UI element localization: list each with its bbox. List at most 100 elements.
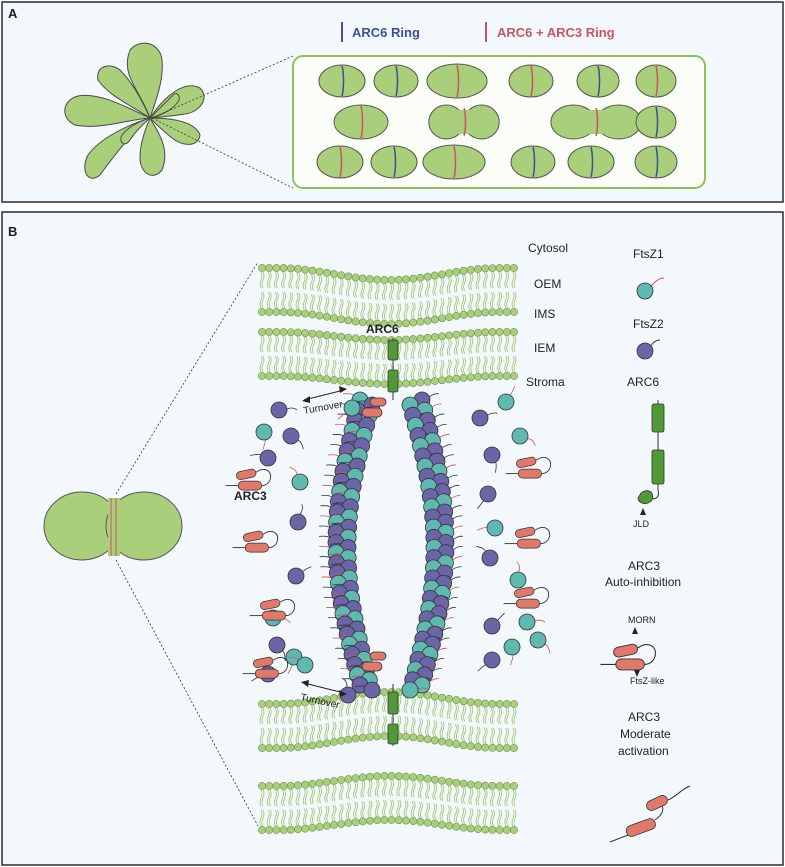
chloroplast: [333, 104, 389, 140]
division-ring: [655, 65, 659, 97]
ftsz1-monomer: [476, 519, 504, 537]
legend-arc3-mod-line3: activation: [618, 744, 669, 758]
arc3-at-ring: [361, 651, 387, 672]
arc3-at-ring: [361, 397, 387, 418]
ftsz1-monomer: [289, 466, 309, 491]
legend-ftsz2-label: FtsZ2: [633, 317, 664, 331]
division-ring: [532, 146, 536, 178]
dividing-chloroplasts: [316, 63, 678, 180]
ftsz2-monomer: [289, 504, 307, 531]
legend-arc6-icon: [637, 400, 665, 515]
arc6-protein: [387, 684, 399, 746]
ftsz2-monomer: [270, 401, 298, 419]
chloroplast: [508, 64, 554, 98]
ftsz1-monomer: [497, 386, 515, 411]
arc3-autoinhibited: [232, 530, 279, 553]
envelope-membranes: [258, 264, 518, 834]
ftsz2-monomer: [477, 651, 501, 672]
division-ring: [339, 146, 343, 178]
turnover-arrow-bottom: [301, 680, 347, 697]
arc3-autoinhibited: [242, 656, 289, 679]
chloroplast: [550, 104, 642, 140]
legend-arc3-auto-line1: ARC3: [628, 559, 660, 573]
panel-a-label: A: [8, 6, 18, 21]
arc3-autoinhibited: [225, 468, 272, 491]
arc3-autoinhibited: [505, 456, 552, 479]
ftsz1-monomer: [337, 399, 361, 420]
dividing-chloroplast-left: [43, 491, 183, 561]
arc6-ring-legend-label: ARC6 Ring: [352, 25, 420, 40]
chloroplast: [428, 104, 500, 140]
arc6-protein: [387, 338, 399, 400]
division-ring: [597, 65, 601, 97]
outer-envelope-membrane-bottom: [258, 772, 518, 834]
chloroplast: [373, 64, 419, 98]
division-ring: [530, 65, 534, 97]
ftsz2-monomer: [483, 612, 505, 635]
outer-envelope-membrane-top: [258, 264, 518, 328]
legend-arc3-active-icon: [609, 785, 691, 843]
legend-arc3-autoinhibited-icon: [600, 627, 656, 677]
division-ring: [395, 65, 399, 97]
ftsz1-monomer: [503, 638, 521, 666]
chloroplast: [510, 145, 556, 179]
chloroplast: [370, 145, 418, 179]
zoom-line-top: [151, 55, 294, 119]
legend-arc3-auto-line2: Auto-inhibition: [605, 575, 681, 589]
panel-b-label: B: [8, 224, 17, 239]
ftsz2-monomer: [477, 485, 497, 509]
chloroplast: [576, 64, 620, 98]
ftsz1-monomer: [529, 631, 551, 654]
turnover-arrow-top: [302, 386, 347, 403]
legend-arc6-label: ARC6: [627, 375, 659, 389]
stroma-label: Stroma: [526, 375, 565, 389]
free-ftsz-and-arc3: [225, 386, 552, 704]
arc3-label: ARC3: [234, 489, 267, 503]
legend-ftsz2-icon: [636, 339, 661, 360]
division-ring: [655, 106, 659, 138]
ftsz2-monomer: [287, 566, 312, 585]
division-ring: [360, 105, 364, 139]
arc3-autoinhibited: [503, 586, 550, 609]
division-ring: [595, 107, 599, 137]
legend-arc3-mod-line2: Moderate: [620, 727, 671, 741]
ftsz2-monomer: [282, 427, 304, 450]
ftsz2-monomer: [250, 449, 277, 467]
chloroplast: [635, 64, 677, 98]
ftsz1-monomer: [509, 561, 527, 589]
ftsz2-monomer: [476, 546, 499, 567]
chloroplast: [635, 105, 677, 139]
division-ring: [590, 146, 594, 178]
ims-label: IMS: [534, 307, 555, 321]
division-ring: [453, 145, 457, 179]
arc3-autoinhibited: [504, 526, 551, 549]
chloroplast: [318, 64, 366, 98]
chloroplast: [426, 63, 488, 99]
zoom-line-b-top: [115, 261, 259, 495]
inner-envelope-membrane-bottom: [258, 688, 518, 752]
legend-jld-label: JLD: [633, 519, 650, 529]
legend-arc3-mod-line1: ARC3: [628, 710, 660, 724]
ftsz1-monomer: [288, 656, 314, 674]
legend-morn-label: MORN: [628, 615, 656, 625]
ftsz1-monomer: [511, 427, 536, 446]
arc3-autoinhibited: [249, 598, 296, 621]
division-ring: [456, 64, 460, 98]
cytosol-label: Cytosol: [528, 241, 568, 255]
division-ring: [393, 146, 397, 178]
division-ring: [463, 107, 467, 137]
chloroplast: [316, 145, 364, 179]
oem-label: OEM: [534, 277, 561, 291]
chloroplast: [567, 145, 615, 179]
ftsz2-monomer: [471, 409, 498, 427]
legend-ftsz1-icon: [636, 277, 665, 300]
legend-ftszlike-label: FtsZ-like: [630, 676, 665, 686]
ftsz2-monomer: [483, 446, 501, 473]
arabidopsis-rosette-illustration: [64, 42, 205, 179]
ftsz1-monomer: [518, 613, 546, 631]
arc3-autoinhibited: [600, 643, 656, 671]
ftsz2-monomer: [354, 681, 381, 699]
legend-ftsz1-label: FtsZ1: [633, 247, 664, 261]
arc6-arc3-ring-legend-label: ARC6 + ARC3 Ring: [497, 25, 615, 40]
